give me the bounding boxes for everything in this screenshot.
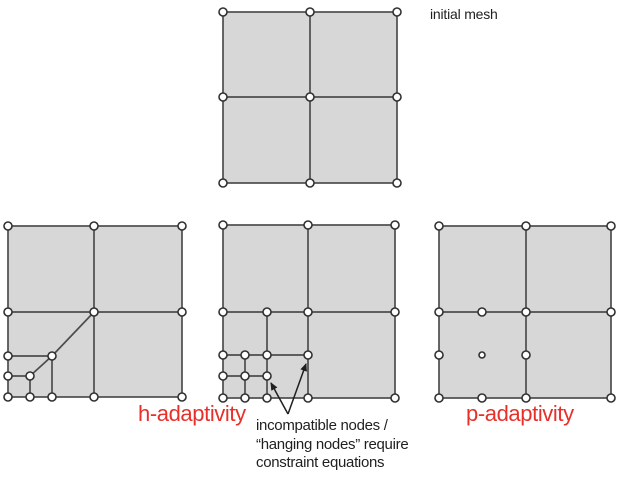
mesh-node-icon xyxy=(521,307,531,317)
mesh-node-icon xyxy=(392,178,402,188)
mesh-node-icon xyxy=(240,393,250,403)
mesh-node-icon xyxy=(218,7,228,17)
mesh-node-icon xyxy=(521,393,531,403)
mesh-node-icon xyxy=(89,392,99,402)
mesh-node-icon xyxy=(89,307,99,317)
p-adaptivity-label: p-adaptivity xyxy=(466,401,574,426)
mesh-node-icon xyxy=(218,92,228,102)
mesh-node-icon xyxy=(218,393,228,403)
mesh-node-icon xyxy=(434,221,444,231)
h-adaptivity-mesh xyxy=(3,221,187,402)
mesh-node-icon xyxy=(390,220,400,230)
mesh-node-icon xyxy=(177,392,187,402)
mesh-node-icon xyxy=(303,393,313,403)
mesh-node-icon xyxy=(262,371,272,381)
mesh-node-icon xyxy=(25,371,35,381)
mesh-node-icon xyxy=(477,393,487,403)
mesh-node-icon xyxy=(305,178,315,188)
mesh-node-icon xyxy=(218,350,228,360)
mesh-node-icon xyxy=(218,307,228,317)
hanging-node-mesh xyxy=(218,220,400,403)
mesh-node-icon xyxy=(177,307,187,317)
annotation-line-2: “hanging nodes” require xyxy=(256,435,409,453)
initial-mesh-label: initial mesh xyxy=(430,6,498,22)
mesh-node-icon xyxy=(477,307,487,317)
mesh-node-icon xyxy=(3,221,13,231)
mesh-node-icon xyxy=(47,351,57,361)
mesh-node-icon xyxy=(3,351,13,361)
p-adaptivity-mesh xyxy=(434,221,616,403)
mesh-node-icon xyxy=(262,350,272,360)
mesh-node-icon xyxy=(606,307,616,317)
mesh-node-icon xyxy=(89,221,99,231)
mesh-node-icon xyxy=(606,393,616,403)
mesh-node-icon xyxy=(305,7,315,17)
mesh-node-icon xyxy=(218,371,228,381)
mesh-node-icon xyxy=(521,221,531,231)
h-adaptivity-mesh-edge xyxy=(51,311,95,357)
mesh-node-icon xyxy=(478,351,486,359)
mesh-node-icon xyxy=(262,307,272,317)
mesh-node-icon xyxy=(434,350,444,360)
mesh-node-icon xyxy=(25,392,35,402)
mesh-node-icon xyxy=(47,392,57,402)
mesh-node-icon xyxy=(262,393,272,403)
mesh-node-icon xyxy=(3,371,13,381)
mesh-node-icon xyxy=(521,350,531,360)
hanging-nodes-annotation: incompatible nodes / “hanging nodes” req… xyxy=(256,417,409,473)
mesh-node-icon xyxy=(3,392,13,402)
mesh-node-icon xyxy=(434,307,444,317)
mesh-node-icon xyxy=(390,393,400,403)
mesh-node-icon xyxy=(218,178,228,188)
h-adaptivity-mesh-edge xyxy=(29,355,53,377)
mesh-node-icon xyxy=(303,307,313,317)
mesh-node-icon xyxy=(177,221,187,231)
mesh-node-icon xyxy=(218,220,228,230)
mesh-node-icon xyxy=(240,371,250,381)
hanging-node-arrows xyxy=(270,363,307,415)
annotation-arrow-icon xyxy=(287,363,307,415)
mesh-node-icon xyxy=(303,220,313,230)
mesh-node-icon xyxy=(606,221,616,231)
mesh-node-icon xyxy=(240,350,250,360)
mesh-node-icon xyxy=(392,92,402,102)
annotation-arrow-icon xyxy=(270,382,289,415)
annotation-line-3: constraint equations xyxy=(256,454,385,471)
annotation-line-1: incompatible nodes / xyxy=(256,417,388,434)
mesh-node-icon xyxy=(305,92,315,102)
mesh-node-icon xyxy=(303,350,313,360)
initial-mesh xyxy=(218,7,402,188)
mesh-node-icon xyxy=(392,7,402,17)
mesh-node-icon xyxy=(434,393,444,403)
mesh-node-icon xyxy=(390,307,400,317)
h-adaptivity-label: h-adaptivity xyxy=(138,401,246,426)
mesh-node-icon xyxy=(3,307,13,317)
